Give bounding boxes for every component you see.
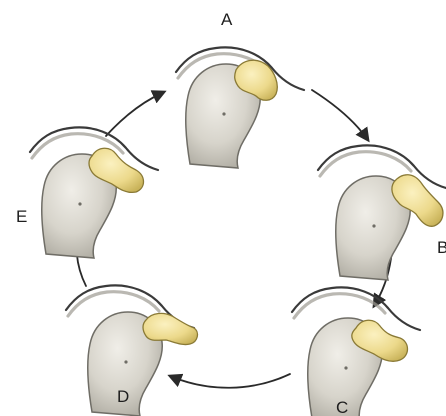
joint-stage-b xyxy=(318,145,446,280)
joint-stage-e xyxy=(30,127,158,258)
stage-label-c: C xyxy=(336,398,348,416)
stage-label-d: D xyxy=(117,387,129,406)
joint-stage-d xyxy=(66,285,197,416)
articular-disc-d xyxy=(143,313,197,344)
arrow-c-to-d xyxy=(170,374,290,388)
joint-stage-c xyxy=(292,287,420,416)
joint-stage-a xyxy=(176,47,304,168)
stage-label-e: E xyxy=(16,207,27,226)
arrow-e-to-a xyxy=(106,92,164,136)
arrow-a-to-b xyxy=(312,90,368,140)
stage-label-b: B xyxy=(437,238,446,257)
stage-label-a: A xyxy=(221,10,233,29)
